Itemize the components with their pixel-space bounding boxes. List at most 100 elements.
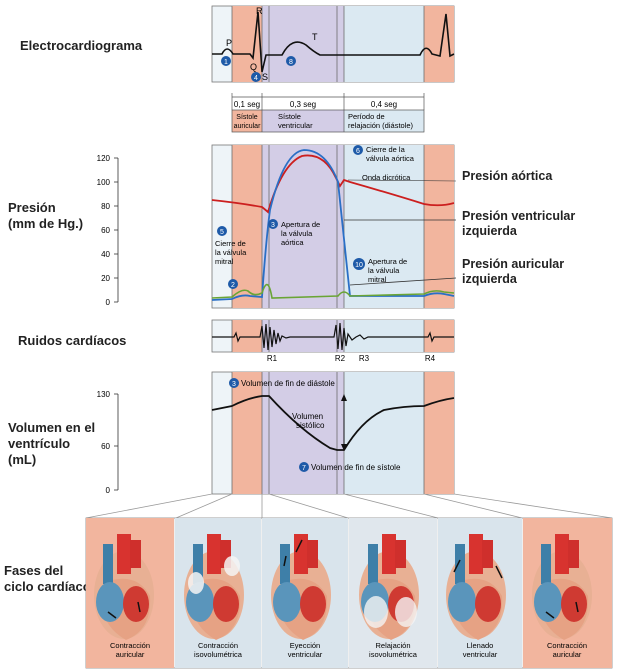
svg-text:Cierre de: Cierre de	[215, 239, 246, 248]
phases-label: Fases del ciclo cardíaco	[4, 563, 91, 594]
svg-text:2: 2	[231, 282, 235, 289]
phase-1-line-2: auricular	[116, 650, 145, 659]
ecg-marker-1: 1	[221, 56, 231, 66]
ecg-trace	[212, 11, 455, 73]
phase-atrial-contraction-2: Contracción auricular	[523, 518, 612, 668]
annotation-aortic-opening: 3 Apertura de la válvula aórtica	[268, 219, 320, 247]
svg-text:Volumen de fin de sístole: Volumen de fin de sístole	[311, 463, 401, 472]
phase-3-line-1: Eyección	[290, 641, 320, 650]
ecg-label: Electrocardiograma	[20, 38, 143, 53]
annotation-stroke-volume-1: Volumen	[292, 412, 323, 421]
phase-2-line-1: Contracción	[198, 641, 238, 650]
phase-6-line-2: auricular	[553, 650, 582, 659]
phase-6-line-1: Contracción	[547, 641, 587, 650]
svg-text:5: 5	[220, 229, 224, 236]
svg-text:mitral: mitral	[215, 257, 234, 266]
ventricular-pressure-label: Presión ventricular izquierda	[462, 209, 576, 238]
pressure-tick-20: 20	[101, 274, 110, 283]
svg-text:4: 4	[254, 75, 258, 82]
ecg-wave-q: Q	[250, 62, 257, 72]
timing-bar: 0,1 seg 0,3 seg 0,4 seg Sístole auricula…	[231, 93, 425, 133]
period-diastole-1: Período de	[348, 112, 385, 121]
pressure-band-atrial-2	[424, 145, 454, 308]
annotation-end-systolic-volume: 7 Volumen de fin de sístole	[299, 462, 401, 472]
annotation-aortic-closure: 6 Cierre de la válvula aórtica	[353, 145, 415, 163]
annotation-marker-2: 2	[228, 279, 238, 289]
ecg-band-diastole	[344, 6, 424, 82]
phase-4-line-2: isovolumétrica	[369, 650, 418, 659]
heart-sounds-panel: R1 R2 R3 R4	[211, 319, 455, 363]
pressure-label: Presión (mm de Hg.)	[8, 200, 84, 231]
svg-text:3: 3	[271, 222, 275, 229]
ecg-marker-4: 4	[251, 72, 261, 82]
svg-text:1: 1	[224, 59, 228, 66]
annotation-mitral-opening: 10 Apertura de la válvula mitral	[353, 257, 407, 284]
pressure-band-atrial	[232, 145, 262, 308]
svg-text:mitral: mitral	[368, 275, 387, 284]
phase-panels: Contracción auricular Contracción isovol…	[85, 517, 613, 669]
pressure-tick-40: 40	[101, 250, 110, 259]
phase-4-line-1: Relajación	[375, 641, 410, 650]
phase-3-line-2: ventricular	[288, 650, 323, 659]
svg-text:Cierre de la: Cierre de la	[366, 145, 406, 154]
ecg-wave-t: T	[312, 32, 318, 42]
svg-text:válvula aórtica: válvula aórtica	[366, 154, 415, 163]
atrial-pressure-curve	[211, 283, 455, 299]
ventricular-volume-curve	[211, 395, 455, 451]
svg-text:7: 7	[302, 465, 306, 472]
period-systole-1: Sístole	[278, 112, 301, 121]
volume-panel: 130 60 0 3 Volumen de fin de diástole Vo…	[97, 371, 455, 495]
ecg-wave-r: R	[256, 6, 263, 16]
annotation-end-diastolic-volume: 3 Volumen de fin de diástole	[229, 378, 335, 388]
svg-text:6: 6	[356, 148, 360, 155]
svg-text:la válvula: la válvula	[368, 266, 400, 275]
volume-tick-130: 130	[97, 390, 111, 399]
annotation-dicrotic-wave: Onda dicrótica	[362, 173, 411, 182]
period-diastole-2: relajación (diástole)	[348, 121, 414, 130]
volume-tick-0: 0	[106, 486, 111, 495]
pressure-tick-0: 0	[106, 298, 111, 307]
sound-r4: R4	[425, 354, 436, 363]
svg-text:10: 10	[355, 262, 363, 269]
svg-text:la válvula: la válvula	[281, 229, 313, 238]
duration-atrial: 0,1 seg	[234, 100, 260, 109]
sound-r3: R3	[359, 354, 370, 363]
phase-connectors	[85, 493, 613, 519]
pressure-panel: 120 100 80 60 40 20 0 6 Cierre de la vál…	[97, 144, 457, 309]
heart-sounds-label: Ruidos cardíacos	[18, 333, 127, 348]
sound-r1: R1	[267, 354, 278, 363]
pressure-tick-60: 60	[101, 226, 110, 235]
svg-text:la válvula: la válvula	[215, 248, 247, 257]
phase-isovolumetric-relaxation: Relajación isovolumétrica	[349, 518, 437, 668]
annotation-stroke-volume-2: sistólico	[296, 421, 325, 430]
svg-text:Apertura de: Apertura de	[281, 220, 320, 229]
atrial-leader-line	[349, 277, 457, 286]
svg-text:Apertura de: Apertura de	[368, 257, 407, 266]
phase-2-line-2: isovolumétrica	[194, 650, 243, 659]
ecg-wave-p: P	[226, 38, 232, 48]
period-atrial-2: auricular	[234, 123, 262, 130]
svg-text:8: 8	[289, 59, 293, 66]
period-systole-2: ventricular	[278, 121, 313, 130]
volume-label: Volumen en el ventrículo (mL)	[8, 420, 96, 467]
ecg-marker-8: 8	[286, 56, 296, 66]
phase-5-line-2: ventricular	[463, 650, 498, 659]
pressure-tick-120: 120	[97, 154, 111, 163]
atrial-pressure-label: Presión auricular izquierda	[462, 257, 565, 286]
svg-text:3: 3	[232, 381, 236, 388]
ecg-wave-s: S	[262, 72, 268, 82]
phase-isovolumetric-contraction: Contracción isovolumétrica	[175, 518, 261, 668]
aortic-pressure-curve	[211, 154, 455, 214]
aortic-pressure-label: Presión aórtica	[462, 169, 553, 183]
duration-diastole: 0,4 seg	[371, 100, 397, 109]
duration-systole: 0,3 seg	[290, 100, 316, 109]
phase-ventricular-filling: Llenado ventricular	[438, 518, 522, 668]
annotation-mitral-closure: 5 Cierre de la válvula mitral	[215, 226, 247, 266]
aortic-leader-line	[347, 179, 457, 182]
volume-tick-60: 60	[101, 442, 110, 451]
phase-atrial-contraction: Contracción auricular	[86, 518, 174, 668]
ecg-panel: P R Q S T 1 4 8	[211, 5, 455, 83]
phase-1-line-1: Contracción	[110, 641, 150, 650]
